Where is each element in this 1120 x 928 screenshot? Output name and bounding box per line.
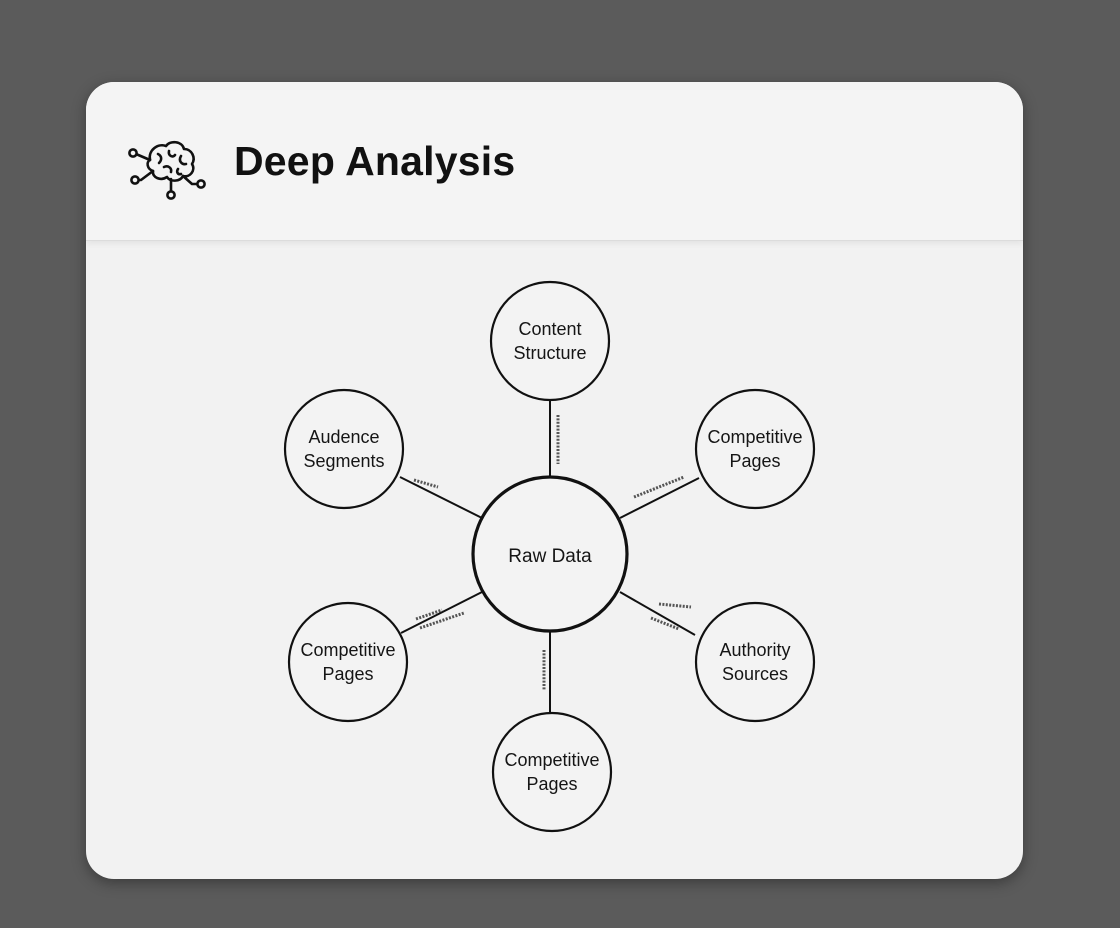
node-label-line: Pages (322, 664, 373, 684)
node-circle (287, 601, 409, 723)
edge-label-scribble-lower-right (658, 602, 692, 609)
node-label-line: Structure (513, 343, 586, 363)
node-circle (491, 711, 613, 833)
edge-competitive-pages-left (400, 591, 483, 634)
page-title: Deep Analysis (234, 138, 516, 184)
node-label-line: Pages (526, 774, 577, 794)
center-node: Raw Data (471, 475, 629, 633)
node-label-line: Audence (308, 427, 379, 447)
node-label-line: Competitive (504, 750, 599, 770)
edge-label-scribble-lower-left (415, 608, 443, 621)
edge-label-scribble-upper-left (413, 478, 439, 489)
edge-audience-segments (399, 476, 483, 519)
center-node-label: Raw Data (508, 546, 592, 567)
node-circle (489, 280, 611, 402)
edge-label-scribble-lower-right-2 (650, 616, 680, 631)
edge-label-scribble-lower-left-2 (419, 611, 465, 630)
node-label-line: Pages (729, 451, 780, 471)
hub-diagram: ContentStructureCompetitivePagesAuthorit… (283, 280, 816, 833)
edge-label-scribble-right (633, 475, 685, 499)
card-header: Deep Analysis (86, 82, 1023, 241)
node-circle (283, 388, 405, 510)
node-label-line: Content (518, 319, 581, 339)
node-circle (694, 601, 816, 723)
node-label-line: Sources (722, 664, 788, 684)
node-label-line: Competitive (707, 427, 802, 447)
edge-competitive-pages-right (619, 477, 700, 519)
node-circle (694, 388, 816, 510)
edge-authority-sources (619, 591, 696, 636)
node-label-line: Segments (303, 451, 384, 471)
node-label-line: Competitive (300, 640, 395, 660)
node-label-line: Authority (719, 640, 790, 660)
brain-circuit-icon (128, 140, 206, 200)
